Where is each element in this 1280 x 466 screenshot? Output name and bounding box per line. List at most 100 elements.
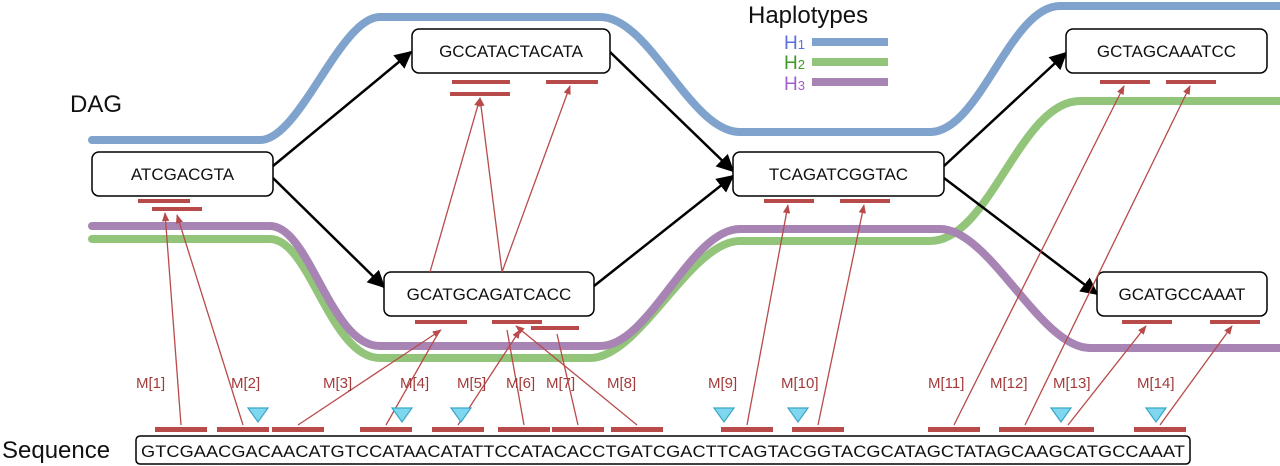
dag-edges: [272, 50, 1099, 296]
edge-n3-n4: [593, 174, 735, 287]
node-bar: [138, 199, 190, 203]
connector-m6: [506, 329, 525, 426]
node-label: ATCGACGTA: [131, 165, 235, 184]
haplotype-path-h1: [88, 2, 1280, 144]
connector-m2: [175, 214, 244, 426]
edge-n1-n3: [272, 177, 386, 289]
triangle-icon: [390, 407, 414, 424]
seq-bar: [721, 427, 773, 432]
sequence-match-bars: [155, 427, 1186, 432]
triangle-icon: [712, 407, 736, 424]
connector-m5c: [501, 85, 571, 273]
edge-n2-n4: [609, 51, 735, 173]
variant-markers: [246, 407, 1168, 424]
match-label-m8: M[8]: [607, 375, 636, 392]
match-connectors: [161, 85, 1233, 426]
match-label-m1: M[1]: [136, 375, 165, 392]
haplotype-path-h3: [88, 222, 1280, 352]
legend-label-h3: H3: [784, 74, 805, 95]
edge-n1-n2: [272, 50, 413, 167]
match-label-m10: M[10]: [781, 375, 819, 392]
node-bar: [1210, 320, 1260, 324]
match-label-m4: M[4]: [400, 375, 429, 392]
node-bar: [415, 320, 467, 324]
seq-bar: [1042, 427, 1094, 432]
seq-bar: [432, 427, 484, 432]
dag-node-n3: GCATGCAGATCACC: [383, 271, 595, 317]
node-label: GCATGCCAAAT: [1119, 285, 1246, 304]
connector-m7: [556, 333, 579, 426]
node-label: GCATGCAGATCACC: [407, 285, 572, 304]
connector-m8: [515, 325, 638, 426]
haplotype-path-h2: [88, 97, 1280, 362]
seq-bar: [792, 427, 844, 432]
sequence-title: Sequence: [2, 437, 110, 464]
node-label: GCTAGCAAATCC: [1097, 42, 1236, 61]
match-label-m9: M[9]: [708, 375, 737, 392]
match-label-m13: M[13]: [1053, 375, 1091, 392]
node-bar: [546, 80, 598, 84]
connector-m14: [1159, 325, 1233, 426]
seq-bar: [272, 427, 324, 432]
triangle-icon: [1144, 407, 1168, 424]
connector-m1: [161, 212, 182, 426]
node-bar: [1100, 80, 1150, 84]
node-bar: [1166, 80, 1216, 84]
sequence-text: GTCGAACGACAACATGTCCATAACATATTCCATACACCTG…: [141, 443, 1185, 461]
connector-m9: [746, 204, 791, 426]
match-label-m14: M[14]: [1137, 375, 1175, 392]
legend-label-h1: H1: [784, 33, 805, 54]
haplotype-legend: H1 H2 H3: [784, 33, 888, 95]
seq-bar: [360, 427, 412, 432]
node-bar: [492, 320, 542, 324]
match-label-m3: M[3]: [323, 375, 352, 392]
connector-m11: [953, 85, 1125, 426]
match-label-m5: M[5]: [457, 375, 486, 392]
triangle-icon: [786, 407, 810, 424]
edge-n4-n6: [943, 177, 1099, 296]
seq-bar: [155, 427, 207, 432]
node-bar: [152, 207, 202, 211]
node-label: TCAGATCGGTAC: [769, 165, 908, 184]
sequence-box: GTCGAACGACAACATGTCCATAACATATTCCATACACCTG…: [135, 435, 1191, 465]
node-label: GCCATACTACATA: [439, 42, 584, 61]
seq-bar: [217, 427, 269, 432]
node-bar: [1122, 320, 1172, 324]
match-label-m12: M[12]: [990, 375, 1028, 392]
edge-n4-n5: [943, 51, 1068, 167]
connector-m12: [1024, 85, 1191, 426]
dag-node-n6: GCATGCCAAAT: [1096, 271, 1268, 317]
seq-bar: [999, 427, 1051, 432]
dag-node-n2: GCCATACTACATA: [411, 28, 611, 74]
node-bar: [452, 80, 510, 84]
triangle-icon: [1049, 407, 1073, 424]
connector-m4b: [429, 97, 482, 273]
connector-m3: [297, 329, 442, 426]
node-bar: [450, 92, 510, 96]
node-bar: [764, 199, 814, 203]
triangle-icon: [449, 407, 473, 424]
node-bar: [840, 199, 890, 203]
dag-node-n1: ATCGACGTA: [91, 151, 274, 197]
connector-m10: [817, 204, 866, 426]
node-match-bars: [138, 80, 1260, 330]
match-label-m7: M[7]: [546, 375, 575, 392]
haplotypes-title: Haplotypes: [748, 2, 868, 29]
node-bar: [531, 326, 579, 330]
seq-bar: [552, 427, 604, 432]
connector-m13: [1067, 325, 1147, 426]
dag-node-n4: TCAGATCGGTAC: [732, 151, 945, 197]
match-label-m11: M[11]: [928, 375, 964, 392]
connector-m5b: [477, 97, 503, 273]
dag-node-n5: GCTAGCAAATCC: [1065, 28, 1268, 74]
seq-bar: [611, 427, 663, 432]
seq-bar: [498, 427, 550, 432]
triangle-icon: [246, 407, 270, 424]
seq-bar: [1134, 427, 1186, 432]
match-labels: M[1] M[2] M[3] M[4] M[5] M[6] M[7] M[8] …: [136, 375, 1175, 392]
dag-title: DAG: [70, 91, 122, 118]
seq-bar: [928, 427, 980, 432]
match-label-m2: M[2]: [231, 375, 260, 392]
match-label-m6: M[6]: [506, 375, 535, 392]
